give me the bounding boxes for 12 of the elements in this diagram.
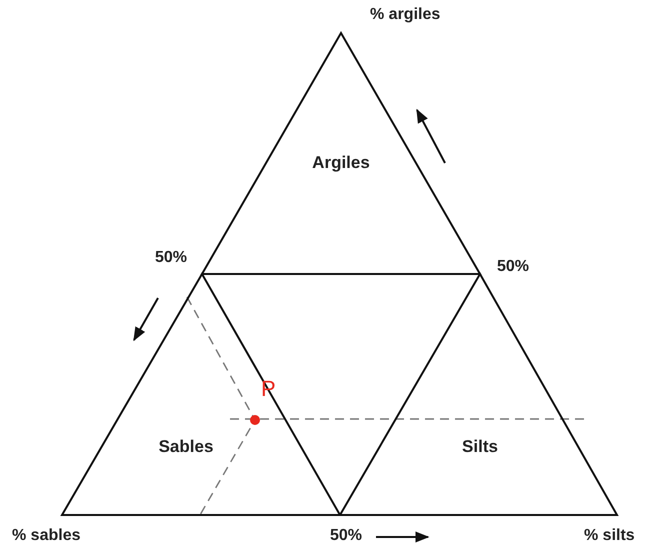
axis-label: % silts [584,527,635,545]
tick-label: 50% [497,258,530,276]
tick-label: 50% [330,527,362,545]
triangle-region [202,33,480,274]
triangle-region [62,274,340,515]
region-label: Argiles [312,153,370,173]
region-label: Silts [462,437,498,457]
axis-label: % argiles [370,6,440,24]
axis-label: % sables [12,527,80,545]
triangle-region [340,274,617,515]
region-label: Sables [158,437,214,457]
tick-label: 50% [155,249,188,267]
